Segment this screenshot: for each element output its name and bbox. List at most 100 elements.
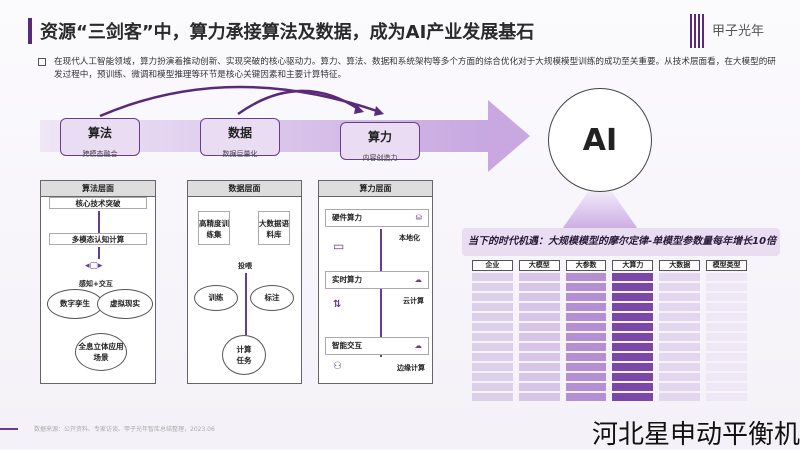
realtime-compute: 实时算力☁ — [325, 271, 429, 289]
table-cell — [706, 393, 747, 401]
ai-circle: AI — [548, 88, 652, 192]
table-cell — [659, 283, 701, 291]
table-cell — [565, 333, 607, 341]
table-cell — [472, 273, 513, 281]
table-cell — [565, 283, 607, 291]
table-cell — [612, 353, 654, 361]
table-header: 大算力 — [612, 260, 654, 271]
table-cell — [472, 293, 513, 301]
interaction-icon: ◂▢▸ — [85, 261, 103, 271]
table-cell — [659, 393, 701, 401]
table-cell — [565, 343, 607, 351]
table-header: 企业 — [472, 260, 513, 271]
table-cell — [472, 373, 513, 381]
table-cell — [706, 373, 747, 381]
table-cell — [565, 303, 607, 311]
table-cell — [612, 343, 654, 351]
table-cell — [518, 293, 560, 301]
table-cell — [612, 383, 654, 391]
table-cell — [659, 333, 701, 341]
table-cell — [612, 303, 654, 311]
users-icon: ⚇ — [333, 361, 342, 372]
table-cell — [518, 393, 560, 401]
table-cell — [518, 323, 560, 331]
title-accent-bar — [28, 18, 32, 44]
table-cell — [472, 283, 513, 291]
database-icon: ⛁ — [415, 213, 422, 222]
table-cell — [565, 273, 607, 281]
opportunity-banner: 当下的时代机遇：大规模模型的摩尔定律-单模型参数量每年增长10倍 — [462, 228, 780, 256]
flow-curves — [99, 85, 384, 118]
panel-compute: 算力层面 硬件算力⛁ 本地化 ▭ 实时算力☁ 云计算 ⇅ 智能交互☁ 边缘计算 … — [318, 180, 433, 384]
table-cell — [706, 303, 747, 311]
table-cell — [612, 373, 654, 381]
model-table: 企业大模型大参数大算力大数据模型类型 — [472, 260, 747, 401]
logo: 甲子光年 — [690, 14, 770, 54]
table-cell — [659, 373, 701, 381]
panel-algorithm: 算法层面 核心技术突破 多模态认知计算 ◂▢▸ 感知+交互 数字孪生 虚拟现实 … — [40, 180, 156, 384]
table-cell — [565, 383, 607, 391]
hardware-compute: 硬件算力⛁ — [325, 209, 429, 227]
table-cell — [659, 363, 701, 371]
footer-source: 数据来源：公开资料、专家访谈、甲子光年智库总结整理，2023.06 — [34, 426, 215, 433]
table-cell — [518, 373, 560, 381]
table-cell — [706, 293, 747, 301]
table-cell — [472, 303, 513, 311]
table-cell — [565, 323, 607, 331]
table-cell — [659, 273, 701, 281]
table-cell — [612, 283, 654, 291]
table-cell — [565, 313, 607, 321]
footer-accent — [0, 428, 18, 430]
table-cell — [659, 353, 701, 361]
table-cell — [659, 383, 701, 391]
table-cell — [706, 363, 747, 371]
laptop-icon: ▭ — [333, 239, 345, 253]
table-cell — [706, 343, 747, 351]
table-cell — [706, 383, 747, 391]
table-cell — [706, 333, 747, 341]
table-cell — [706, 353, 747, 361]
table-cell — [565, 393, 607, 401]
table-cell — [518, 333, 560, 341]
table-cell — [472, 383, 513, 391]
table-cell — [659, 313, 701, 321]
table-cell — [612, 393, 654, 401]
table-cell — [706, 273, 747, 281]
table-cell — [472, 393, 513, 401]
table-cell — [565, 293, 607, 301]
table-cell — [565, 373, 607, 381]
table-cell — [706, 313, 747, 321]
intro-bullet: 在现代人工智能领域，算力扮演着推动创新、实现突破的核心驱动力。算力、算法、数据和… — [38, 56, 778, 82]
bullet-icon — [38, 58, 46, 66]
flow-step-data: 数据数据巨量化 — [200, 118, 280, 158]
table-header: 大模型 — [518, 260, 560, 271]
table-cell — [706, 323, 747, 331]
cloud-icon: ☁ — [414, 275, 423, 284]
table-cell — [518, 283, 560, 291]
table-cell — [612, 363, 654, 371]
table-cell — [518, 383, 560, 391]
table-cell — [659, 303, 701, 311]
transfer-icon: ⇅ — [333, 299, 342, 310]
smart-interaction: 智能交互☁ — [325, 337, 429, 355]
table-cell — [565, 353, 607, 361]
table-cell — [706, 283, 747, 291]
table-cell — [472, 333, 513, 341]
table-cell — [518, 353, 560, 361]
table-header: 模型类型 — [706, 260, 747, 271]
table-header: 大数据 — [659, 260, 701, 271]
flow-arrow-head-icon — [488, 100, 530, 172]
curve-data-to-compute — [237, 89, 361, 116]
table-cell — [472, 363, 513, 371]
cloud-outline-icon: ☁ — [414, 341, 423, 350]
watermark-text: 河北星申动平衡机 — [592, 420, 800, 450]
table-cell — [659, 323, 701, 331]
table-cell — [472, 343, 513, 351]
page-title: 资源“三剑客”中，算力承接算法及数据，成为AI产业发展基石 — [40, 22, 535, 43]
table-cell — [518, 303, 560, 311]
panel-data: 数据层面 高精度训练集 大数据语料库 投喂 训练 标注 计算任务 — [187, 180, 302, 384]
table-cell — [518, 273, 560, 281]
table-cell — [518, 343, 560, 351]
table-cell — [472, 313, 513, 321]
table-cell — [472, 323, 513, 331]
